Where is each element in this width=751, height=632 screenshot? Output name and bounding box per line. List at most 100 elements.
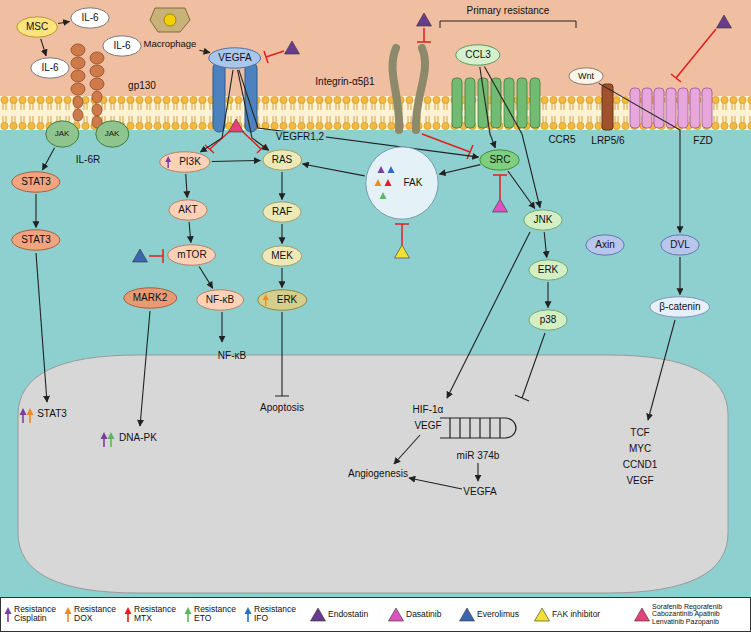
legend-box: [185, 607, 192, 622]
nuclear-arrows: [515, 333, 545, 401]
node-outline: [366, 147, 438, 219]
inhibition-lines: [205, 131, 230, 153]
gene-label: MYC: [629, 443, 651, 455]
node-text: IL-6: [81, 12, 98, 24]
receptor-label: LRP5/6: [591, 135, 624, 147]
signal-arrow: [186, 174, 187, 198]
node-text: AKT: [178, 204, 197, 216]
gene-label: VEGFA: [463, 486, 496, 498]
inhibition-lines: [149, 28, 716, 263]
vegf-receptor: [213, 62, 257, 132]
legend-box: [5, 607, 12, 622]
protein-oval: RAF: [262, 201, 302, 223]
signal-arrow: [199, 50, 209, 52]
node-text: IL-6: [113, 40, 130, 52]
drug-triangles: [133, 249, 148, 262]
ligand-oval: VEGFA: [208, 47, 261, 69]
node-text: MEK: [271, 250, 293, 262]
il6-receptor: [92, 91, 102, 103]
il6-receptor: [73, 96, 83, 108]
receptor-label: FZD: [693, 135, 712, 147]
node-outline: [524, 210, 562, 230]
kinase-oval: JAK: [95, 120, 130, 148]
inhibition-lines: [264, 51, 284, 63]
signal-arrow: [281, 224, 282, 244]
node-outline: [262, 246, 302, 266]
legend-box: [311, 608, 326, 621]
legend-box: [1, 598, 751, 632]
protein-oval: STAT3: [11, 229, 61, 251]
resistance-mark: [388, 166, 395, 173]
integrin-receptor: [416, 48, 425, 130]
nuclear-arrows: [36, 232, 675, 489]
node-outline: [103, 36, 141, 56]
node-text: mTOR: [177, 249, 206, 261]
node-outline: [586, 235, 624, 255]
node-text: DVL: [670, 239, 689, 251]
drug-triangles: [395, 245, 410, 258]
signal-arrow: [480, 67, 496, 148]
signal-arrow: [281, 268, 282, 288]
lrp-fzd-receptor: [678, 88, 688, 128]
signal-arrow: [599, 83, 680, 232]
resistance-mark: [263, 294, 269, 306]
nuclear-arrows: [36, 253, 47, 402]
gene-label: VEGF: [414, 420, 441, 432]
resistance-mark: [388, 166, 395, 173]
primary-resistance-bracket: [440, 21, 576, 28]
gene-label: NF-κB: [218, 350, 246, 362]
node-outline: [569, 68, 603, 85]
ccr5-receptor: [452, 78, 540, 128]
node-outline: [71, 8, 109, 28]
gene-label: DNA-PK: [119, 432, 157, 444]
il6-receptor: [90, 65, 104, 77]
node-text: Macrophage: [144, 39, 197, 50]
nuclear-arrows: [221, 312, 222, 342]
legend-text: Sorafenib Regorafenib Cabozantinib Apati…: [652, 603, 748, 625]
protein-circle: FAK: [365, 146, 439, 220]
ligand-oval: CCL3: [455, 44, 501, 66]
resistance-arrows: [108, 432, 115, 447]
signal-arrow: [484, 66, 540, 207]
node-text: FAK: [404, 177, 423, 189]
node-outline: [529, 310, 567, 330]
compartments: [0, 0, 751, 598]
vegf-receptor: [213, 62, 225, 132]
integrin-receptor: [393, 48, 400, 130]
node-text: MARK2: [133, 292, 167, 304]
lrp-fzd-receptor: [630, 88, 640, 128]
lrp-fzd-receptor: [642, 88, 652, 128]
node-text: ERK: [538, 264, 559, 276]
legend-box: [535, 608, 550, 621]
protein-oval: STAT3: [11, 171, 61, 193]
legend-box: [1, 598, 751, 632]
lrp-fzd-receptor: [666, 88, 676, 128]
node-outline: [263, 150, 302, 170]
inhibition-lines: [149, 249, 163, 263]
legend-box: [389, 608, 404, 621]
node-text: ERK: [277, 294, 298, 306]
protein-oval: Axin: [585, 234, 625, 256]
kinase-oval: JAK: [45, 120, 80, 148]
gene-label: STAT3: [37, 408, 67, 420]
ligand-oval: Wnt: [568, 67, 604, 85]
node-text: MSC: [26, 21, 48, 33]
gene-label: TCF: [630, 427, 649, 439]
resistance-mark: [375, 179, 382, 186]
drug-triangles: [229, 119, 244, 132]
node-outline: [365, 146, 439, 220]
resistance-mark: [380, 192, 387, 199]
nuclear-arrows: [140, 311, 150, 426]
inhibition-lines: [417, 28, 431, 42]
node-outline: [263, 202, 301, 222]
receptor-label: gp130: [128, 80, 156, 92]
node-outline: [197, 290, 244, 310]
legend-text: Dasatinib: [406, 610, 462, 619]
ccr5-receptor: [517, 78, 527, 128]
il6-receptor: [73, 109, 83, 121]
drug-triangles: [285, 41, 300, 54]
protein-oval: ERK: [528, 259, 569, 281]
resistance-mark: [385, 179, 392, 186]
